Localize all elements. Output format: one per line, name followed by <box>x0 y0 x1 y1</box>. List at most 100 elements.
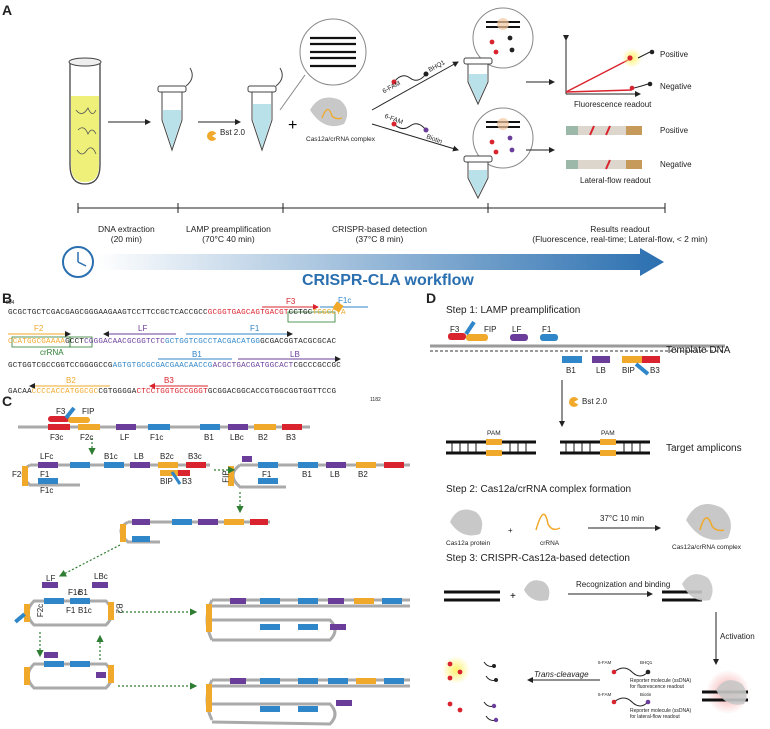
d-label-f3: F3 <box>450 325 460 334</box>
pam-label-2: PAM <box>601 430 615 437</box>
lateral-strips <box>566 125 642 170</box>
d-fam-label: 6-FAM <box>598 660 612 665</box>
stage-1-name: DNA extraction <box>98 224 155 234</box>
seq-1a: GCGCTGCTCGACGAGCGGGAAGAAGTCCTTCCGCTCACCG… <box>8 309 208 317</box>
seq-2c: CGGGACAACGCGGTCTC <box>84 338 165 346</box>
stage-3-time: (37°C 8 min) <box>355 234 404 244</box>
step1-title: Step 1: LAMP preamplification <box>446 305 581 316</box>
stage-2-time: (70°C 40 min) <box>202 234 255 244</box>
d-bio-label: Biotin <box>640 692 652 697</box>
c-label-f2: F2 <box>12 470 22 479</box>
reporter-2: Reporter molecule (ssDNA)for lateral-flo… <box>630 708 691 720</box>
template-dna <box>430 320 725 376</box>
seq-3d: CGCCCGCCGC <box>293 362 342 370</box>
negative-label-2: Negative <box>660 160 692 169</box>
green-flow-arrows <box>36 438 244 690</box>
stage-3: CRISPR-based detection (37°C 8 min) <box>332 224 427 244</box>
seq-1d: TCGCCTA <box>312 309 346 317</box>
d-label-bip: BIP <box>622 366 635 375</box>
crrna-label: crRNA <box>540 540 560 547</box>
c-label-b2: B2 <box>258 433 268 442</box>
amplicon-bubble <box>279 18 367 111</box>
seq-3a: GCTGGTCGCCGGTCCGGGGCCG <box>8 362 113 370</box>
seq-2a: CCATGGCGAAAA <box>8 338 66 346</box>
c-label-fip-2: FIP <box>221 470 231 483</box>
target-amplicons-label: Target amplicons <box>666 443 742 454</box>
seq-1c: CCTGC <box>288 309 313 317</box>
positive-label-1: Positive <box>660 50 689 59</box>
d-label-b1: B1 <box>566 366 576 375</box>
d-bst-label: Bst 2.0 <box>582 397 607 406</box>
seq-line-4: GACAACCCCACCATGGCGCCGTGGGGACTCCTGGTGCCGG… <box>8 388 336 396</box>
trans-cleavage-label: Trans-cleavage <box>534 670 589 679</box>
detection-tube-fluor <box>463 7 534 106</box>
bst-icon <box>207 131 217 141</box>
c-label-b3-2: B3 <box>182 477 192 486</box>
positive-label-2: Positive <box>660 126 689 135</box>
sample-tube <box>68 57 102 185</box>
stage-1: DNA extraction (20 min) <box>98 224 155 244</box>
seq-2e: GCGACGGTACGCGCAC <box>260 338 337 346</box>
seq-4a: GACAA <box>8 388 32 396</box>
seq-end: 1182 <box>370 397 381 403</box>
detection-tube-lateral <box>463 107 534 200</box>
d-bhq-label: BHQ1 <box>640 660 653 665</box>
cas12a-complex-icon <box>310 97 348 127</box>
pam-label-1: PAM <box>487 430 501 437</box>
timeline <box>77 203 666 213</box>
reporter-2a: Reporter molecule (ssDNA) <box>630 708 692 714</box>
seq-2d: GCTGGTCGCCTACGACATGG <box>165 338 261 346</box>
stage-2: LAMP preamplification (70°C 40 min) <box>186 224 271 244</box>
lamp-tube-2 <box>247 67 283 152</box>
panel-label-c: C <box>2 393 13 409</box>
seq-label-f2: F2 <box>34 324 44 333</box>
seq-label-b2: B2 <box>66 376 76 385</box>
stage-1-time: (20 min) <box>110 234 142 244</box>
c-label-b2c: B2c <box>160 452 174 461</box>
c-label-b1c-2: B1c <box>78 606 92 615</box>
panel-label-d: D <box>426 290 437 306</box>
c-label-b1: B1 <box>204 433 214 442</box>
complex-label: Cas12a/crRNA complex <box>306 136 375 143</box>
c-label-b2-2: B2 <box>358 470 368 479</box>
panel-label-a: A <box>2 2 13 18</box>
condition-label: 37°C 10 min <box>600 514 645 523</box>
seq-2b: GCCT <box>65 338 85 346</box>
c-label-lbc-2: LBc <box>94 572 108 581</box>
c-label-lbc: LBc <box>230 433 244 442</box>
seq-label-f3: F3 <box>286 297 296 306</box>
c-label-fip: FIP <box>82 407 95 416</box>
panel-label-b: B <box>2 290 13 306</box>
c-label-b1-3: B1 <box>78 588 88 597</box>
seq-label-b1: B1 <box>192 350 202 359</box>
lamp-mechanism <box>14 406 410 726</box>
c-label-lfc: LFc <box>40 452 54 461</box>
plus-d: + <box>508 526 513 535</box>
c-label-f2c-2: F2c <box>36 603 46 618</box>
recognition-label: Recognization and binding <box>576 580 671 589</box>
negative-label-1: Negative <box>660 82 692 91</box>
c-label-b1c: B1c <box>104 452 118 461</box>
seq-start: 804 <box>6 300 15 306</box>
c-label-b3: B3 <box>286 433 296 442</box>
c-label-f1c: F1c <box>150 433 164 442</box>
c-label-lf: LF <box>120 433 130 442</box>
seq-line-1: GCGCTGCTCGACGAGCGGGAAGAAGTCCTTCCGCTCACCG… <box>8 309 346 317</box>
c-label-f3: F3 <box>56 407 66 416</box>
workflow-arrow <box>96 248 664 276</box>
c-label-f1-2: F1 <box>262 470 272 479</box>
seq-3c: ACGCTGACGATGGCACT <box>212 362 294 370</box>
complex-label-d: Cas12a/crRNA complex <box>672 544 741 551</box>
svg-text:+: + <box>510 591 516 602</box>
workflow-title: CRISPR-CLA workflow <box>302 272 474 289</box>
stage-4-time: (Fluorescence, real-time; Lateral-flow, … <box>532 234 708 244</box>
seq-1b: GCGGTGAGCAGTGACGT <box>207 309 289 317</box>
c-label-b1-2: B1 <box>302 470 312 479</box>
seq-line-3: GCTGGTCGCCGGTCCGGGGCCGAGTGTGCGCGACGAACAA… <box>8 362 341 370</box>
bst-icon-d <box>569 397 579 407</box>
svg-text:+: + <box>288 117 297 134</box>
d-label-lb: LB <box>596 366 606 375</box>
seq-arrows <box>8 301 368 389</box>
c-label-lb: LB <box>134 452 144 461</box>
d-label-f1: F1 <box>542 325 552 334</box>
